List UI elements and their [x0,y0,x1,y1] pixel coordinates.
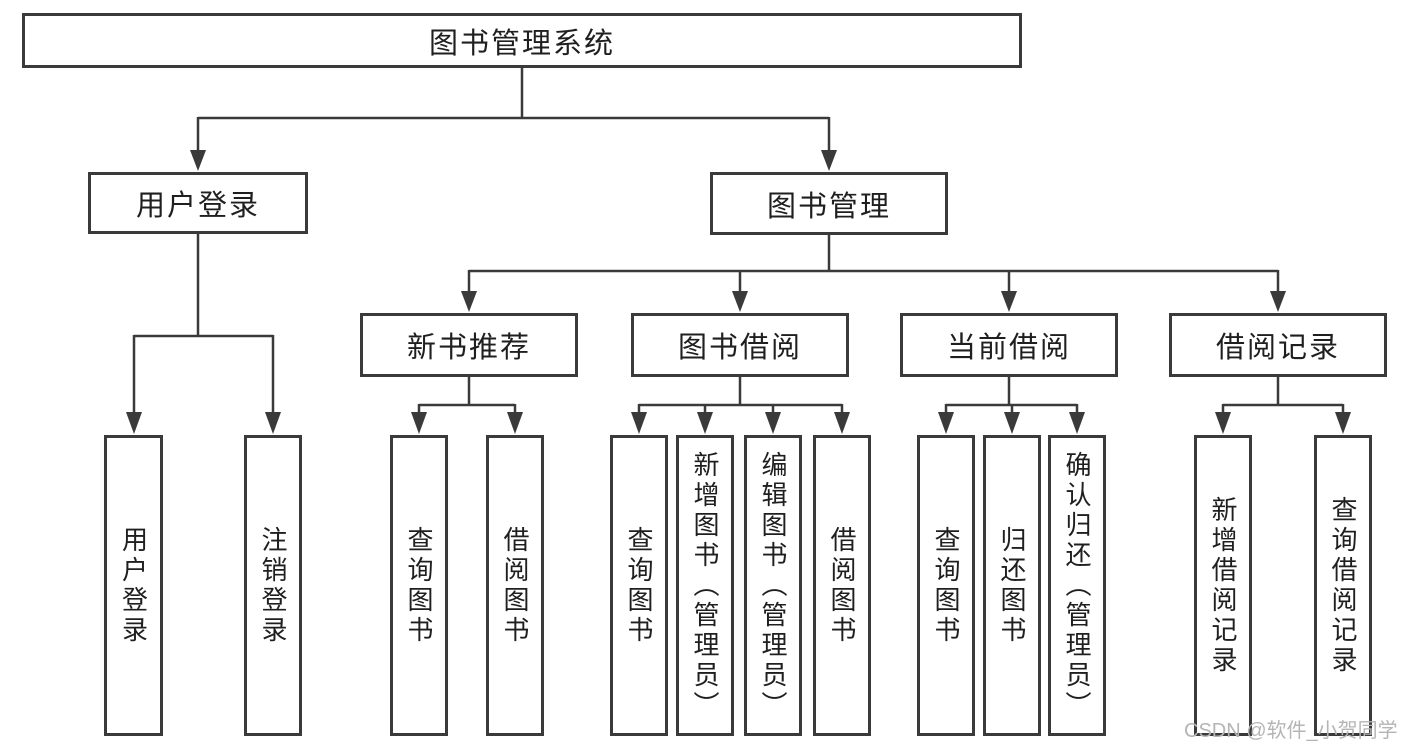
leaf-query-books-current-label: 查询图书 [931,525,961,646]
leaf-confirm-return-admin-label: 确认归还（管理员） [1062,450,1092,721]
leaf-query-books-borrow-label: 查询图书 [624,525,654,646]
node-library-system-label: 图书管理系统 [428,27,615,60]
leaf-borrow-books-recommend: 借阅图书 [486,435,544,736]
node-current-borrowing: 当前借阅 [900,313,1118,377]
leaf-borrow-books: 借阅图书 [813,435,871,736]
leaf-query-borrow-record-label: 查询借阅记录 [1328,495,1358,676]
node-book-management: 图书管理 [710,172,948,235]
node-user-login: 用户登录 [88,172,308,234]
leaf-add-borrow-record-label: 新增借阅记录 [1208,495,1238,676]
leaf-user-login-label: 用户登录 [118,525,149,646]
leaf-user-login: 用户登录 [104,435,163,736]
node-user-login-label: 用户登录 [135,190,260,222]
leaf-add-borrow-record: 新增借阅记录 [1194,435,1252,736]
leaf-query-books-recommend-label: 查询图书 [404,525,434,646]
node-borrowing-records-label: 借阅记录 [1215,332,1340,364]
node-book-borrowing: 图书借阅 [631,313,849,377]
leaf-logout-label: 注销登录 [258,525,288,646]
leaf-edit-book-admin: 编辑图书（管理员） [744,435,802,736]
node-book-borrowing-label: 图书借阅 [677,332,802,364]
leaf-add-book-admin-label: 新增图书（管理员） [690,450,720,721]
leaf-add-book-admin: 新增图书（管理员） [676,435,734,736]
csdn-watermark: CSDN @软件_小贺同学 [1184,720,1398,742]
leaf-edit-book-admin-label: 编辑图书（管理员） [758,450,788,721]
node-book-management-label: 图书管理 [766,190,891,223]
node-new-book-recommendation: 新书推荐 [360,313,578,377]
leaf-confirm-return-admin: 确认归还（管理员） [1048,435,1106,736]
leaf-return-books-label: 归还图书 [997,525,1027,646]
leaf-borrow-books-recommend-label: 借阅图书 [500,525,530,646]
leaf-query-books-recommend: 查询图书 [390,435,448,736]
node-library-system: 图书管理系统 [22,13,1022,68]
node-borrowing-records: 借阅记录 [1169,313,1387,377]
leaf-query-borrow-record: 查询借阅记录 [1314,435,1372,736]
leaf-logout: 注销登录 [244,435,302,736]
leaf-query-books-borrow: 查询图书 [610,435,668,736]
node-new-book-recommendation-label: 新书推荐 [406,332,531,364]
node-current-borrowing-label: 当前借阅 [946,332,1071,364]
leaf-borrow-books-label: 借阅图书 [827,525,857,646]
leaf-return-books: 归还图书 [983,435,1041,736]
leaf-query-books-current: 查询图书 [917,435,975,736]
